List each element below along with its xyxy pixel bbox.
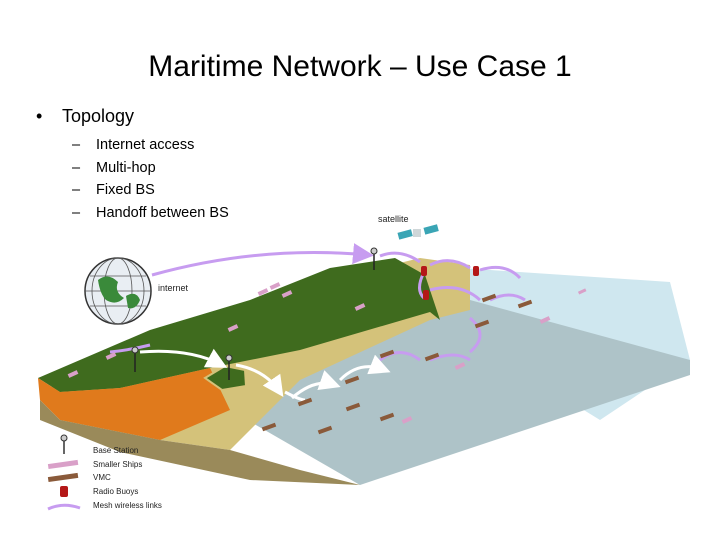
svg-text:Base Station: Base Station (93, 446, 138, 455)
legend-row: Smaller Ships (47, 459, 142, 470)
svg-text:VMC: VMC (93, 473, 111, 482)
legend-row: VMC (47, 472, 111, 483)
legend-row: Base Station (60, 434, 138, 455)
small-ship-icon (257, 288, 269, 296)
cliff-shadow (40, 400, 360, 485)
small-ship-icon (401, 416, 413, 424)
small-ship-icon (281, 290, 293, 298)
radio-buoy-icon (473, 266, 479, 276)
island (203, 364, 248, 392)
small-ship-icon (67, 370, 79, 378)
topology-sub-list: –Internet access –Multi-hop –Fixed BS –H… (72, 134, 229, 224)
radio-buoy-icon (60, 486, 68, 497)
radio-buoy-icon (421, 266, 427, 276)
ships (67, 282, 587, 435)
ship-icon (345, 402, 361, 412)
ship-icon (481, 293, 497, 303)
satellite-label: satellite (378, 214, 409, 224)
legend-row: Radio Buoys (60, 486, 138, 497)
internet-label: internet (158, 283, 189, 293)
base-station-icon (225, 354, 233, 380)
svg-text:Mesh wireless links: Mesh wireless links (93, 501, 162, 510)
base-station-icon (60, 434, 68, 442)
diagram-legend: Base Station Smaller Ships VMC Radio Buo… (47, 434, 162, 511)
internet-globe: internet (84, 257, 189, 325)
sub-bullet-fixed-bs: –Fixed BS (72, 182, 155, 198)
base-stations (131, 247, 378, 380)
small-ship-icon (454, 362, 466, 370)
topology-bullet: • Topology (36, 106, 134, 127)
cliff-face (38, 368, 230, 440)
land-plateau (38, 258, 440, 392)
ship-icon (261, 422, 277, 432)
bullet-dot: • (36, 106, 43, 126)
ship-icon (379, 412, 395, 422)
ship-icon (297, 397, 313, 407)
base-station-icon (131, 346, 139, 372)
svg-text:Smaller Ships: Smaller Ships (93, 460, 142, 469)
sub-bullet-multi-hop: –Multi-hop (72, 159, 156, 176)
satellite: satellite (378, 214, 439, 240)
mesh-wireless-links (109, 243, 526, 362)
legend-row: Mesh wireless links (47, 501, 162, 511)
base-station-links (139, 348, 391, 402)
radio-buoys (421, 266, 479, 300)
small-ship-icon (539, 316, 551, 324)
ship-icon (379, 349, 395, 359)
small-ship-icon (105, 352, 117, 360)
sub-bullet-handoff: –Handoff between BS (72, 204, 229, 221)
radio-buoy-icon (423, 290, 429, 300)
svg-text:Radio Buoys: Radio Buoys (93, 487, 138, 496)
mesh-link-icon (47, 503, 81, 511)
small-ship-icon (269, 282, 281, 290)
small-ship-icon (577, 288, 587, 295)
ship-icon (517, 299, 533, 309)
ship-icon (317, 425, 333, 435)
topology-bullet-text: Topology (62, 106, 135, 126)
sub-bullet-internet-access: –Internet access (72, 137, 195, 153)
ship-icon (474, 319, 490, 329)
small-ship-icon (354, 303, 366, 311)
small-ship-icon (47, 459, 79, 470)
small-ship-icon (227, 324, 239, 332)
ship-icon (344, 375, 360, 385)
vmc-icon (47, 472, 79, 483)
ship-icon (424, 352, 440, 362)
base-station-icon (370, 247, 378, 270)
slide-title: Maritime Network – Use Case 1 (148, 50, 572, 83)
